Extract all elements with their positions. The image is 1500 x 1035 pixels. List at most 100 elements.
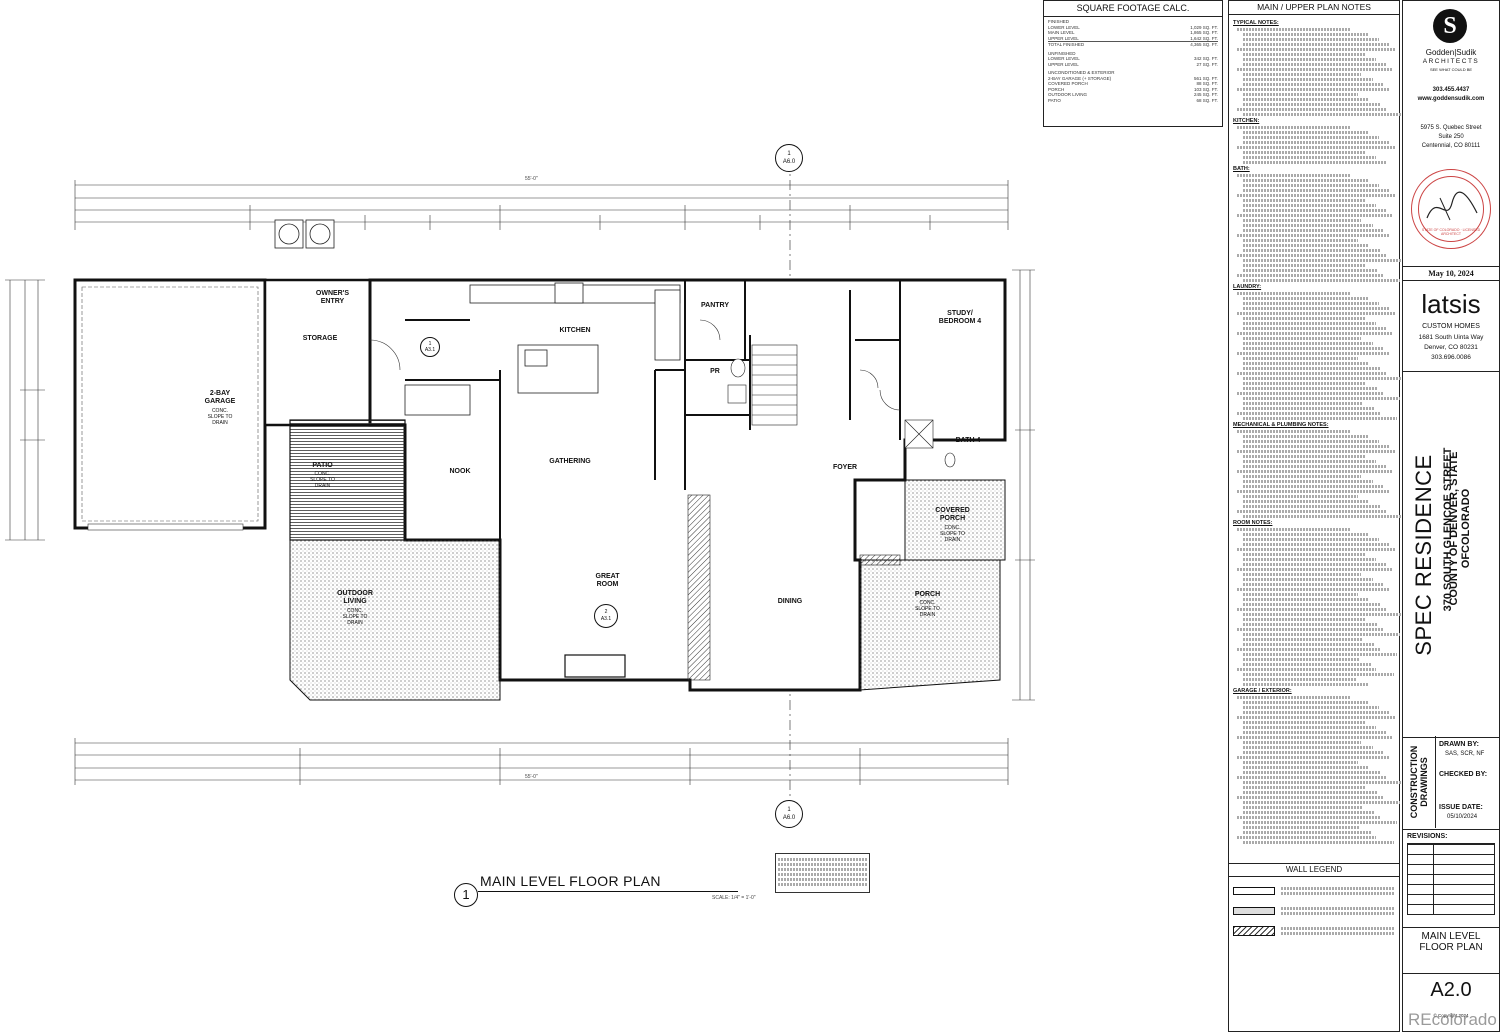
plan-scale: SCALE: 1/4" = 1'-0" (712, 895, 756, 901)
section-marker-bottom[interactable]: 1 A6.0 (775, 800, 803, 828)
note-line (1243, 327, 1388, 330)
section-marker-owners-entry[interactable]: 1 A3.1 (420, 337, 440, 357)
sheet-number: A2.0 (1403, 973, 1499, 1002)
note-line (1243, 841, 1394, 844)
note-line (1243, 553, 1365, 556)
note-line (1237, 628, 1383, 631)
drawn-by-label: DRAWN BY: (1439, 741, 1479, 748)
firm-name-2: ARCHITECTS (1422, 58, 1480, 65)
note-line (1243, 73, 1362, 76)
copyright: © Copyright 2024 (1433, 1013, 1469, 1018)
note-line (1237, 736, 1393, 739)
firm-phone: 303.455.4437 (1432, 87, 1470, 93)
firm-tagline: SEE WHAT COULD BE (1429, 67, 1473, 72)
notes-section-heading: ROOM NOTES: (1233, 520, 1273, 526)
note-line (1243, 706, 1380, 709)
note-line (1243, 480, 1373, 483)
builder-logo: latsis (1421, 289, 1481, 319)
note-line (1243, 781, 1404, 784)
note-line (1243, 204, 1376, 207)
note-line (1243, 663, 1371, 666)
note-line (1243, 249, 1381, 252)
sqft-title: SQUARE FOOTAGE CALC. (1044, 1, 1222, 17)
porch-area (859, 559, 1001, 691)
note-line (1243, 791, 1378, 794)
note-line (1243, 761, 1359, 764)
notes-section-heading: BATH: (1233, 166, 1250, 172)
architect-seal: STATE OF COLORADO · LICENSED ARCHITECT (1411, 169, 1491, 249)
room-label-nook: NOOK (449, 468, 471, 475)
note-line (1237, 28, 1351, 31)
powder-room-fixtures (727, 358, 747, 404)
note-line (1237, 816, 1380, 819)
note-line (1237, 146, 1396, 149)
note-line (1243, 342, 1373, 345)
project-title: SPEC RESIDENCE (1411, 454, 1436, 656)
note-line (1243, 465, 1388, 468)
note-line (1243, 244, 1370, 247)
note-line (1243, 33, 1368, 36)
firm-web[interactable]: www.goddensudik.com (1417, 96, 1485, 102)
note-line (1237, 274, 1383, 277)
builder-sub: CUSTOM HOMES (1422, 323, 1480, 330)
issue-date-label: ISSUE DATE: (1439, 804, 1483, 811)
note-line (1237, 392, 1383, 395)
sqft-row: 2-BAY GARAGE (+ STORAGE)561 SQ. FT. (1048, 75, 1218, 81)
note-line (1243, 209, 1388, 212)
note-line (1243, 347, 1384, 350)
builder-addr1: 1681 South Uinta Way (1418, 334, 1484, 341)
dimension-lines-left (5, 279, 45, 541)
door-swings (369, 319, 901, 411)
note-line (1243, 63, 1388, 66)
sqft-finished-head: FINISHED (1048, 19, 1070, 24)
note-line (1243, 731, 1388, 734)
sqft-calc-box: SQUARE FOOTAGE CALC. FINISHED LOWER LEVE… (1043, 0, 1223, 127)
room-sub-outdoor-living: CONC. SLOPE TO DRAIN (342, 608, 368, 626)
note-line (1243, 93, 1359, 96)
note-line (1243, 721, 1365, 724)
patio-area (289, 419, 406, 541)
note-line (1243, 563, 1388, 566)
note-line (1243, 103, 1381, 106)
note-line (1243, 811, 1375, 814)
room-sub-patio: CONC. SLOPE TO DRAIN (310, 471, 335, 489)
note-line (1243, 407, 1375, 410)
note-line (1237, 312, 1396, 315)
section-marker-top[interactable]: 1 A6.0 (775, 144, 803, 172)
note-line (1243, 199, 1365, 202)
note-line (1237, 608, 1387, 611)
note-line (1243, 711, 1391, 714)
room-label-great-room: GREAT ROOM (595, 573, 620, 588)
note-line (1243, 658, 1360, 661)
note-line (1243, 224, 1373, 227)
note-line (1243, 151, 1365, 154)
note-line (1243, 38, 1380, 41)
note-line (1243, 337, 1362, 340)
garage-door-opening (87, 523, 244, 531)
note-line (1237, 796, 1383, 799)
floor-plan-drawing: 1 A6.0 1 A6.0 2 A3.1 1 A3.1 2-BAY GARAGE… (0, 140, 1035, 930)
note-line (1243, 382, 1367, 385)
note-line (1237, 510, 1387, 513)
notes-title: MAIN / UPPER PLAN NOTES (1229, 1, 1399, 15)
note-line (1243, 683, 1368, 686)
seal-date: May 10, 2024 (1403, 266, 1499, 281)
note-line (1243, 161, 1388, 164)
plan-title-number: 1 (454, 883, 478, 907)
note-line (1243, 598, 1370, 601)
dimension-lines-right (1012, 269, 1035, 701)
note-line (1243, 558, 1376, 561)
note-line (1243, 229, 1384, 232)
outdoor-living-area (289, 539, 501, 701)
project-block: SPEC RESIDENCE 370 SOUTH GLENCOE STREET … (1403, 371, 1499, 738)
porch-hatch (859, 554, 901, 566)
note-line (1243, 573, 1362, 576)
note-line (1243, 613, 1404, 616)
room-label-outdoor-living: OUTDOOR LIVING (337, 590, 373, 605)
sqft-uncond-head: UNCONDITIONED & EXTERIOR (1048, 70, 1115, 75)
checked-by-label: CHECKED BY: (1439, 771, 1488, 778)
note-line (1243, 259, 1404, 262)
notes-section-heading: LAUNDRY: (1233, 284, 1262, 290)
note-line (1243, 726, 1376, 729)
section-marker-great-room[interactable]: 2 A3.1 (594, 604, 618, 628)
